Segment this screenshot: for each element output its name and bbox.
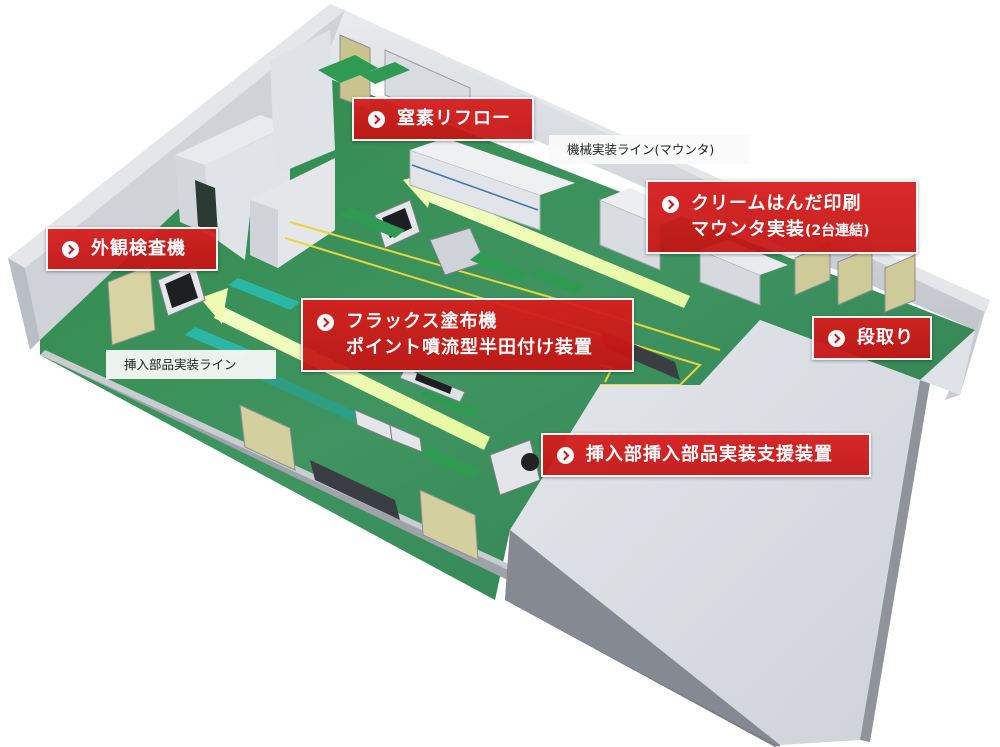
front-right-block	[505, 300, 990, 747]
callout-flux-point-solder[interactable]: フラックス塗布機 ポイント噴流型半田付け装置	[301, 298, 634, 372]
callout-label: 窒素リフロー	[397, 108, 511, 129]
arrow-insertion-line	[200, 288, 490, 450]
callout-nitrogen-reflow[interactable]: 窒素リフロー	[352, 97, 534, 141]
callout-label-line2: マウンタ実装	[691, 219, 805, 240]
caption-machine-line: 機械実装ライン(マウンタ)	[549, 135, 749, 164]
chevron-right-circle-icon	[557, 447, 574, 464]
callout-label: 段取り	[857, 327, 914, 348]
callout-label-line2: ポイント噴流型半田付け装置	[346, 337, 593, 358]
chevron-right-circle-icon	[368, 111, 385, 128]
callout-label: 挿入部挿入部品実装支援装置	[586, 444, 833, 465]
partition-room	[175, 30, 335, 268]
callout-label-suffix: (2台連結)	[805, 223, 870, 239]
callout-label-line1: クリームはんだ印刷	[691, 193, 862, 214]
callout-cream-solder-mounter[interactable]: クリームはんだ印刷 マウンタ実装(2台連結)	[646, 180, 918, 254]
chevron-right-circle-icon	[662, 196, 679, 213]
chevron-right-circle-icon	[317, 314, 334, 331]
callout-label: 外観検査機	[91, 238, 186, 259]
chevron-right-circle-icon	[828, 330, 845, 347]
caption-insertion-line: 挿入部品実装ライン	[106, 350, 276, 379]
callout-setup[interactable]: 段取り	[812, 316, 932, 360]
callout-visual-inspection[interactable]: 外観検査機	[46, 227, 218, 271]
callout-label-line1: フラックス塗布機	[346, 311, 498, 332]
equipment	[107, 34, 916, 561]
callout-insertion-support[interactable]: 挿入部挿入部品実装支援装置	[541, 433, 871, 477]
chevron-right-circle-icon	[62, 241, 79, 258]
